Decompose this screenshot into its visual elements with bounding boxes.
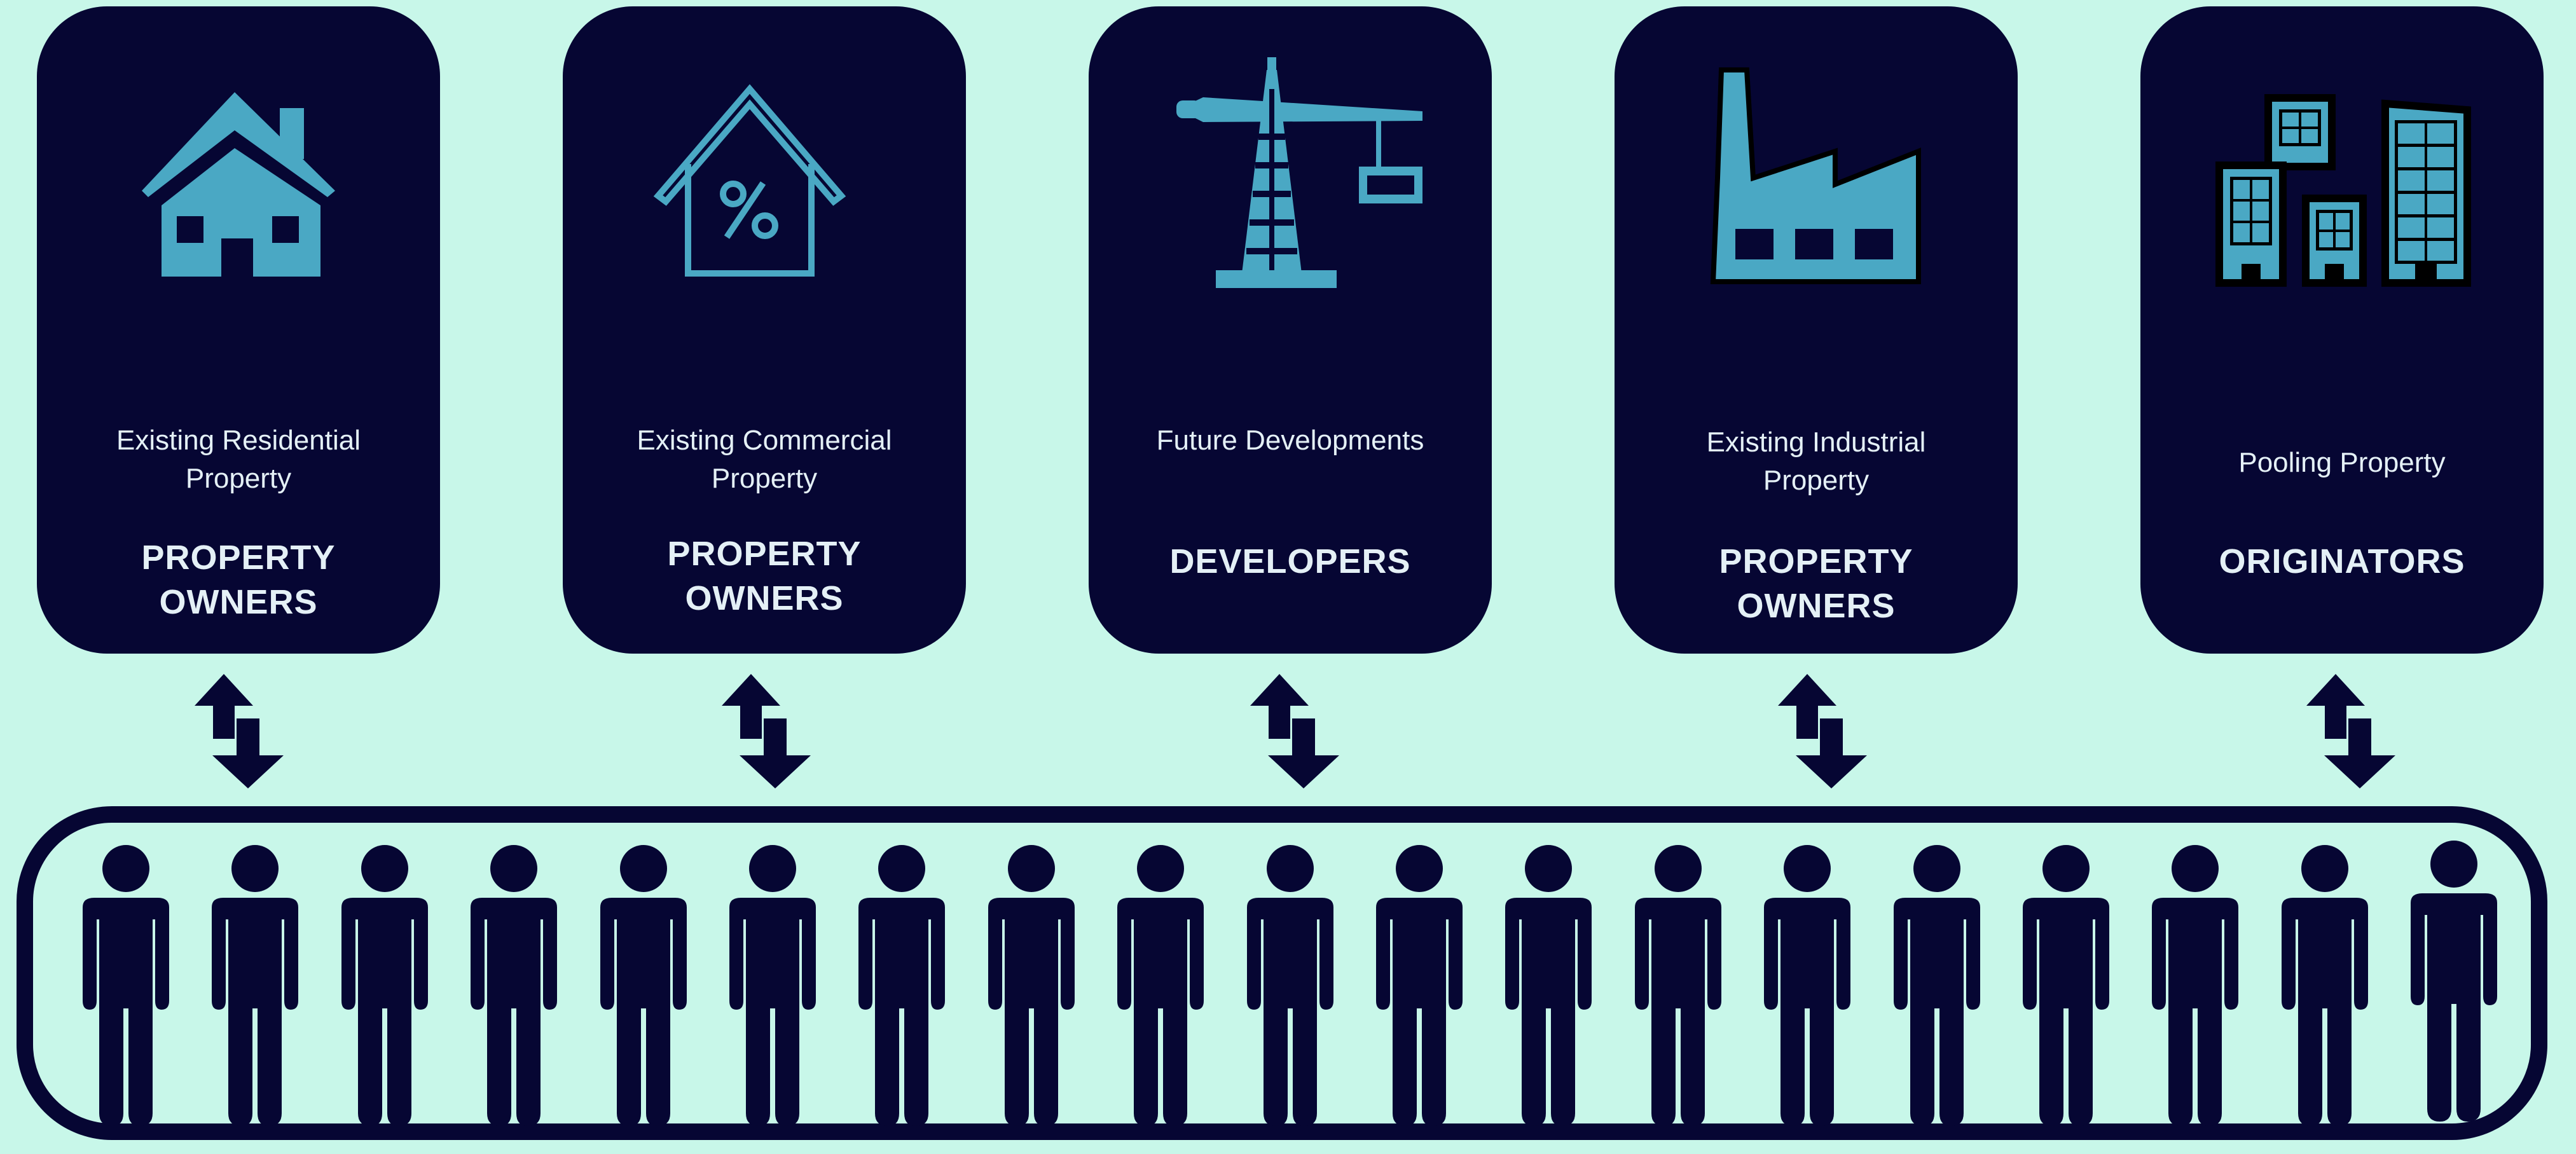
person-icon [2138,843,2252,1126]
house-percent-icon [563,57,966,312]
person-icon [1880,843,1994,1126]
person-icon [1491,843,1606,1126]
card-subtitle-line: Property [185,463,292,494]
card-subtitle-line: Existing Residential [116,425,361,456]
person-icon [586,843,701,1126]
person-icon [2268,843,2382,1126]
card-commercial: Existing Commercial Property PROPERTY OW… [563,6,966,654]
card-subtitle-line: Existing Industrial [1706,427,1926,458]
card-title-line: PROPERTY [141,539,336,577]
house-icon [37,57,440,312]
card-title-line: ORIGINATORS [2219,542,2465,580]
person-icon [844,843,959,1126]
person-icon [1362,843,1477,1126]
card-residential: Existing Residential Property PROPERTY O… [37,6,440,654]
up-down-arrows-icon [716,674,818,788]
card-title-line: OWNERS [1737,587,1896,625]
card-originators: Pooling Property ORIGINATORS [2140,6,2544,654]
card-title-line: OWNERS [159,583,318,621]
card-title-line: PROPERTY [667,535,862,573]
up-down-arrows-icon [2301,674,2402,788]
card-title-line: PROPERTY [1719,542,1913,580]
up-down-arrows-icon [189,674,291,788]
person-icon [2397,839,2511,1122]
card-developers: Future Developments DEVELOPERS [1089,6,1492,654]
card-title-line: OWNERS [685,579,844,617]
person-icon [69,843,183,1126]
person-icon [974,843,1089,1126]
up-down-arrows-icon [1244,674,1346,788]
person-icon [457,843,571,1126]
card-title-line: DEVELOPERS [1169,542,1411,580]
person-icon [198,843,312,1126]
up-down-arrows-icon [1772,674,1874,788]
person-icon [1621,843,1735,1126]
factory-icon [1615,57,2018,312]
person-icon [1103,843,1218,1126]
card-subtitle-line: Property [1763,465,1870,496]
card-subtitle-line: Pooling Property [2238,447,2446,478]
person-icon [2009,843,2123,1126]
person-icon [1233,843,1347,1126]
person-icon [715,843,830,1126]
person-icon [327,843,442,1126]
card-subtitle-line: Future Developments [1156,425,1424,456]
card-industrial: Existing Industrial Property PROPERTY OW… [1615,6,2018,654]
person-icon [1750,843,1864,1126]
card-subtitle-line: Existing Commercial [637,425,892,456]
crane-icon [1089,57,1492,312]
buildings-icon [2140,57,2544,312]
card-subtitle-line: Property [711,463,818,494]
